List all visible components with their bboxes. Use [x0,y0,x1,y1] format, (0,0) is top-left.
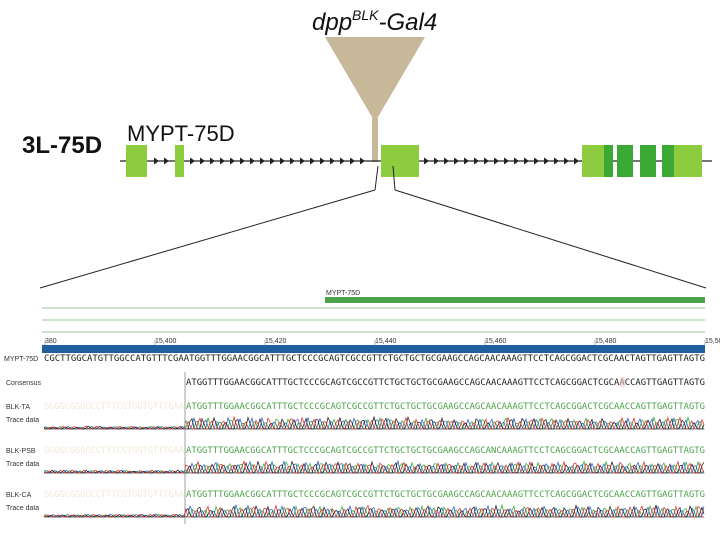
consensus-label: Consensus [6,380,42,387]
exon-2 [175,145,184,177]
insertion-stem [372,118,378,162]
direction-arrowhead [350,157,355,165]
direction-arrowhead [310,157,315,165]
direction-arrowhead [230,157,235,165]
direction-arrowhead [154,157,159,165]
ruler-tick-label: 15,480 [595,338,617,345]
read-label: BLK-CA [6,492,32,499]
direction-arrowhead [534,157,539,165]
direction-arrowhead [290,157,295,165]
exon-6 [617,145,633,177]
position-ruler: 380 15,400 15,420 15,440 15,460 15,480 15,500 [44,338,720,345]
read-sequence: ATGGTTTGGAACGGCATTTGCTCCCGCAGTCGCCGTTCTG… [186,490,705,500]
trace-curve [44,415,705,430]
ruler-tick-label: 15,400 [155,338,177,345]
direction-arrowhead [544,157,549,165]
annotation-bar [325,297,705,303]
direction-arrowhead [514,157,519,165]
trace-curve [43,504,704,518]
direction-arrowhead [340,157,345,165]
trace-curve [43,415,705,430]
exon-7 [640,145,656,177]
read-clipped-sequence: GGGGCGGGGCCTTTCGTGGTGTTTGAA [44,490,185,500]
zoom-line-left-diag [39,189,376,289]
direction-arrowhead [484,157,489,165]
direction-arrowhead [554,157,559,165]
ruler-tick-label: 380 [45,338,57,345]
direction-arrowhead [190,157,195,165]
read-block: BLK-PSB Trace data GGGGCGGGGCCTTTCGTGGTGTT… [6,446,705,474]
read-clipped-sequence: GGGGCGGGGCCTTTCGTGGTGTTTGAA [44,402,185,412]
trace-label: Trace data [6,461,39,468]
direction-arrowhead [300,157,305,165]
ruler-tick-label: 15,420 [265,338,287,345]
direction-arrowhead [444,157,449,165]
direction-arrowhead [494,157,499,165]
direction-arrowhead [250,157,255,165]
direction-arrowhead [464,157,469,165]
ruler-tick-label: 15,500 [705,338,720,345]
read-block: BLK-TA Trace data GGGGCGGGGCCTTTCGTGGTGTTT… [6,402,705,430]
zoom-line-left [374,165,379,191]
read-block: BLK-CA Trace data GGGGCGGGGCCTTTCGTGGTGTTT… [6,490,705,518]
consensus-sequence: ATGGTTTGGAACGGCATTTGCTCCCGCAGTCGCCGTTCTG… [186,378,705,388]
direction-arrowhead [424,157,429,165]
read-sequence: ATGGTTTGGAACGGCATTTGCTCCCGCAGTCGCCGTTCTG… [186,446,705,456]
direction-arrowhead [280,157,285,165]
read-label: BLK-PSB [6,448,36,455]
insertion-triangle [325,37,425,122]
trace-curve [43,415,705,430]
direction-arrowhead [330,157,335,165]
insertion-label: dppBLK-Gal4 [312,7,437,36]
direction-arrowhead [220,157,225,165]
direction-arrowhead [474,157,479,165]
trace-label: Trace data [6,417,39,424]
trace-label: Trace data [6,505,39,512]
exon-9 [674,145,702,177]
read-clipped-sequence: GGGGCGGGGCCTTTCGTGGTGTTTGAA [44,446,185,456]
direction-arrowhead [564,157,569,165]
consensus-mismatch-highlight [620,377,625,387]
ruler-bar [42,345,705,353]
direction-arrowhead [504,157,509,165]
reference-label: MYPT-75D [4,356,38,363]
read-sequence: ATGGTTTGGAACGGCATTTGCTCCCGCAGTCGCCGTTCTG… [186,402,705,412]
direction-arrowhead [164,157,169,165]
exon-3 [381,145,419,177]
direction-arrowhead [360,157,365,165]
direction-arrowhead [200,157,205,165]
direction-arrowhead [524,157,529,165]
exon-5 [604,145,613,177]
direction-arrowhead [210,157,215,165]
exon-4 [582,145,604,177]
ruler-tick-label: 15,440 [375,338,397,345]
direction-arrowhead [260,157,265,165]
read-label: BLK-TA [6,404,30,411]
trace-curve [43,459,705,474]
direction-arrowhead [270,157,275,165]
transcription-direction-arrows [154,157,579,165]
zoom-line-right-diag [394,189,707,289]
gene-label: MYPT-75D [127,121,235,146]
exon-8 [662,145,674,177]
zoom-line-right [392,165,396,191]
direction-arrowhead [240,157,245,165]
direction-arrowhead [454,157,459,165]
chromosome-label: 3L-75D [22,132,102,159]
trace-curve [44,460,705,474]
direction-arrowhead [574,157,579,165]
annotation-label: MYPT-75D [326,290,360,297]
reference-sequence: CGCTTGGCATGTTGGCCATGTTTCGAATGGTTTGGAACGG… [44,354,705,364]
direction-arrowhead [320,157,325,165]
ruler-tick-label: 15,460 [485,338,507,345]
exon-1 [126,145,147,177]
direction-arrowhead [434,157,439,165]
